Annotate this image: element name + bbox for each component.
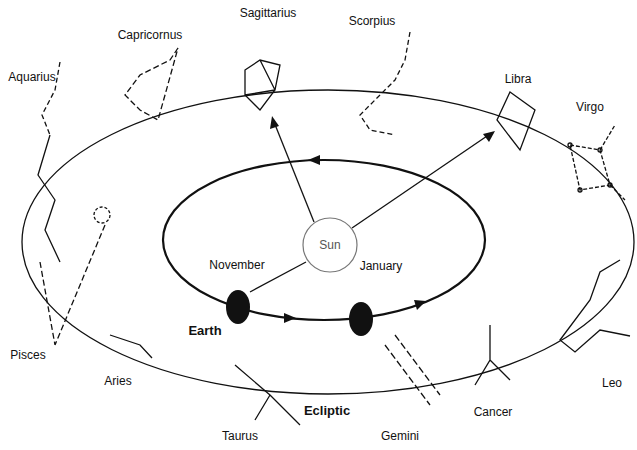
constellation-label: Leo bbox=[602, 377, 622, 390]
earth-orbit bbox=[163, 160, 485, 320]
earth-disc bbox=[349, 302, 373, 336]
sun-label: Sun bbox=[319, 238, 340, 252]
constellation-label: Taurus bbox=[222, 430, 258, 443]
constellation-label: January bbox=[360, 260, 403, 273]
orbit-arrow bbox=[414, 300, 426, 310]
constellation-label: Aries bbox=[104, 375, 131, 388]
direction-arrow bbox=[274, 122, 314, 222]
earth-disc bbox=[226, 290, 250, 324]
constellation-label: November bbox=[209, 259, 264, 272]
constellation-label: Cancer bbox=[474, 406, 513, 419]
constellation-label: Gemini bbox=[381, 430, 419, 443]
constellation-label: Capricornus bbox=[118, 29, 183, 42]
orbit-arrow bbox=[284, 313, 296, 323]
constellation-label: Pisces bbox=[10, 349, 45, 362]
constellation-label: Sagittarius bbox=[240, 7, 297, 20]
arrowhead bbox=[483, 131, 495, 142]
arrowhead bbox=[270, 116, 279, 129]
orbit-arrow bbox=[308, 155, 320, 165]
bold-label: Earth bbox=[188, 324, 221, 338]
constellation-label: Virgo bbox=[576, 101, 604, 114]
ecliptic-orbit bbox=[22, 90, 634, 394]
constellation-figures bbox=[38, 32, 630, 425]
sun-circle: Sun bbox=[302, 217, 358, 273]
direction-arrow bbox=[352, 134, 490, 228]
constellation-label: Aquarius bbox=[8, 71, 55, 84]
constellation-label: Libra bbox=[505, 73, 532, 86]
constellation-label: Scorpius bbox=[349, 15, 396, 28]
bold-label: Ecliptic bbox=[304, 404, 350, 418]
